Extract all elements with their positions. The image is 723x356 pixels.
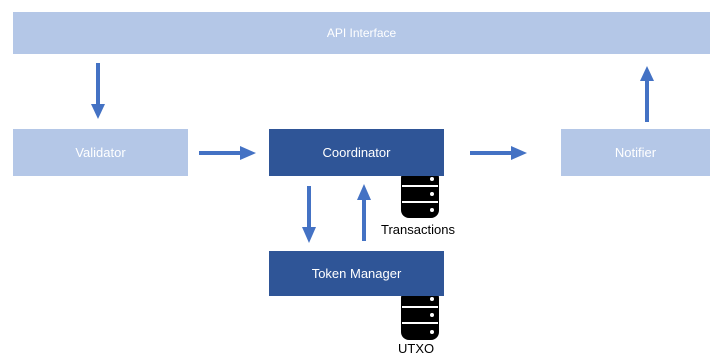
arrow-coordinator-to-token-manager [302,186,316,243]
utxo-db-label: UTXO [398,341,435,356]
api-interface-label: API Interface [326,26,397,40]
transactions-db-label: Transactions [381,222,455,237]
arrow-validator-to-coordinator [199,146,256,160]
token-manager-box: Token Manager [269,251,444,296]
arrow-api-to-validator [91,63,105,119]
validator-box: Validator [13,129,188,176]
arrow-coordinator-to-notifier [470,146,527,160]
api-interface-box: API Interface [13,12,710,54]
arrow-token-manager-to-coordinator [357,184,371,241]
arrow-notifier-to-api [640,66,654,122]
coordinator-label: Coordinator [322,145,391,160]
validator-label: Validator [75,145,126,160]
notifier-box: Notifier [561,129,710,176]
coordinator-box: Coordinator [269,129,444,176]
database-icon [401,290,439,340]
database-icon [401,170,439,218]
notifier-label: Notifier [614,145,657,160]
token-manager-label: Token Manager [311,266,402,281]
